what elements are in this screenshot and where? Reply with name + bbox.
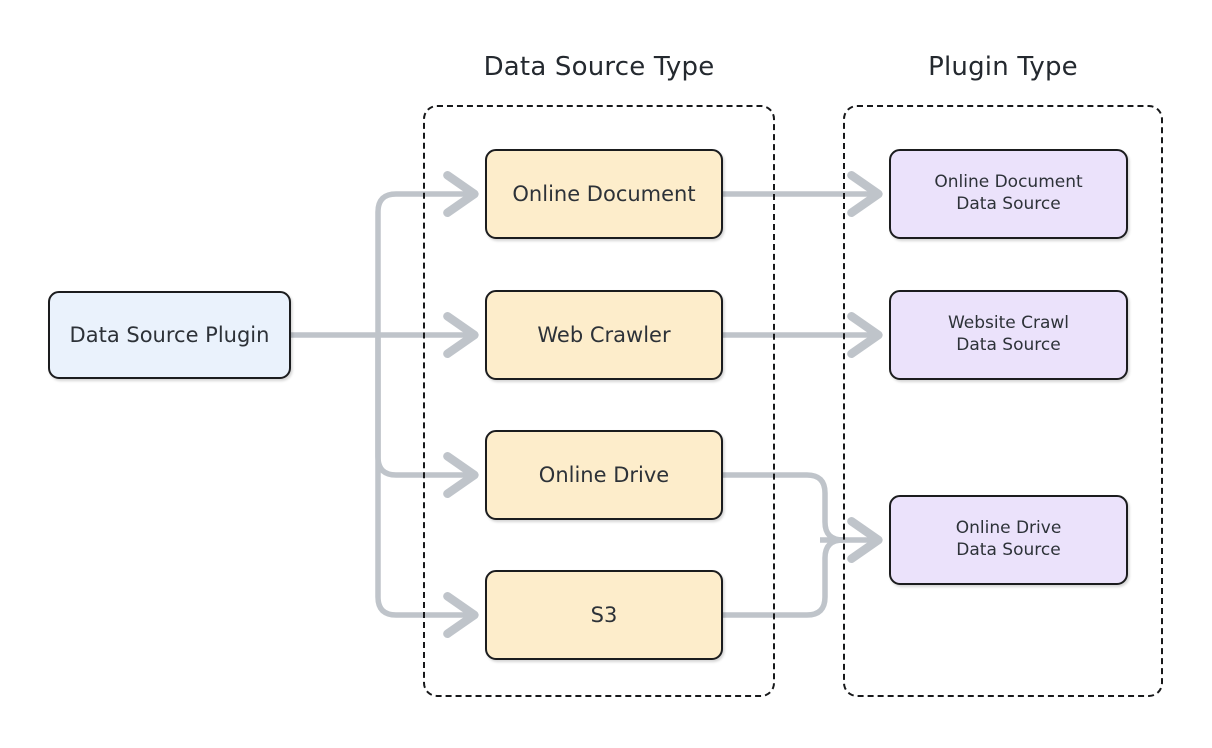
node-data-source-plugin-label: Data Source Plugin: [69, 322, 270, 347]
group-title-plugin-type: Plugin Type: [928, 52, 1078, 82]
node-s3[interactable]: S3: [485, 570, 723, 660]
node-website-crawl-data-source-label: Website Crawl Data Source: [947, 313, 1070, 355]
node-web-crawler-label: Web Crawler: [537, 322, 671, 347]
node-online-document[interactable]: Online Document: [485, 149, 723, 239]
group-box-data-source-type: [423, 105, 775, 697]
group-box-plugin-type: [843, 105, 1163, 697]
node-online-document-label: Online Document: [512, 181, 696, 206]
node-data-source-plugin[interactable]: Data Source Plugin: [48, 291, 291, 379]
node-online-drive-data-source[interactable]: Online Drive Data Source: [889, 495, 1128, 585]
node-website-crawl-data-source[interactable]: Website Crawl Data Source: [889, 290, 1128, 380]
group-title-data-source-type: Data Source Type: [483, 52, 715, 82]
node-s3-label: S3: [590, 602, 618, 627]
node-web-crawler[interactable]: Web Crawler: [485, 290, 723, 380]
node-online-document-data-source[interactable]: Online Document Data Source: [889, 149, 1128, 239]
node-online-drive-data-source-label: Online Drive Data Source: [955, 518, 1062, 560]
node-online-document-data-source-label: Online Document Data Source: [934, 172, 1083, 214]
node-online-drive[interactable]: Online Drive: [485, 430, 723, 520]
node-online-drive-label: Online Drive: [538, 462, 670, 487]
